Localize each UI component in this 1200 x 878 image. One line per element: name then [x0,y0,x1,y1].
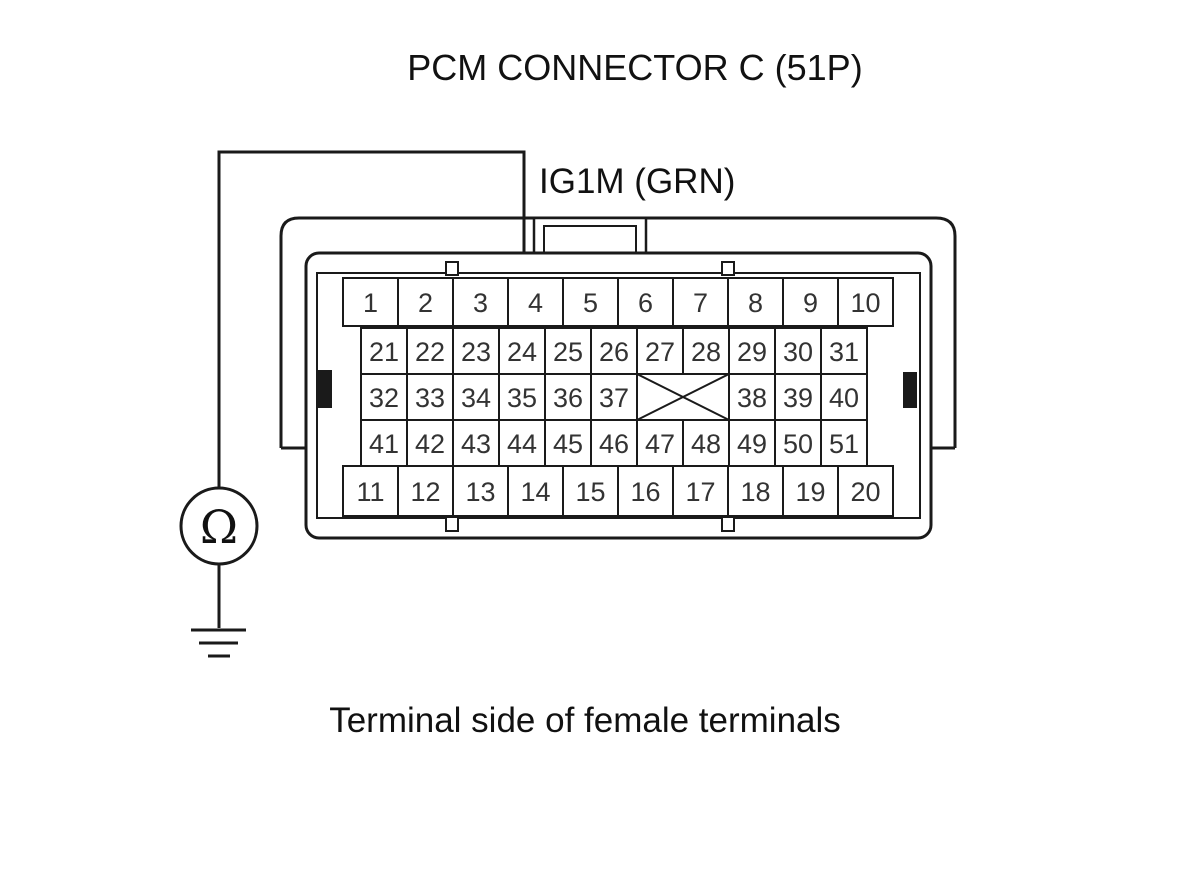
terminal-number: 43 [461,429,491,459]
terminal-number: 15 [575,477,605,507]
probe-wire [217,150,526,628]
terminal-number: 4 [528,288,543,318]
terminal-number: 9 [803,288,818,318]
terminal-number: 49 [737,429,767,459]
terminal-number: 51 [829,429,859,459]
wire-label: IG1M (GRN) [539,162,735,201]
terminal-number: 7 [693,288,708,318]
terminal-number: 2 [418,288,433,318]
terminal-number: 14 [520,477,550,507]
terminal-40: 40 [820,373,868,421]
terminal-cavity [837,277,894,327]
terminal-34: 34 [452,373,500,421]
terminal-number: 12 [410,477,440,507]
terminal-number: 10 [850,288,880,318]
terminal-number: 25 [553,337,583,367]
terminal-number: 41 [369,429,399,459]
terminal-number: 19 [795,477,825,507]
terminal-cavity [837,465,894,517]
terminal-number: 39 [783,383,813,413]
terminal-number: 36 [553,383,583,413]
terminal-number: 37 [599,383,629,413]
ohm-symbol: Ω [200,500,238,554]
terminal-number: 22 [415,337,445,367]
ground-icon [191,628,246,658]
empty-cavity [636,373,730,421]
terminal-number: 44 [507,429,537,459]
terminal-number: 47 [645,429,675,459]
terminal-number: 38 [737,383,767,413]
terminal-number: 16 [630,477,660,507]
diagram-title: PCM CONNECTOR C (51P) [407,47,862,88]
terminal-number: 30 [783,337,813,367]
side-latches [318,370,917,408]
terminal-number: 5 [583,288,598,318]
terminal-50: 50 [774,419,822,467]
terminal-number: 1 [363,288,378,318]
terminal-number: 32 [369,383,399,413]
terminal-16: 16 [617,465,674,517]
terminal-43: 43 [452,419,500,467]
terminal-number: 20 [850,477,880,507]
terminal-number: 24 [507,337,537,367]
terminal-number: 26 [599,337,629,367]
terminal-number: 46 [599,429,629,459]
terminal-number: 29 [737,337,767,367]
terminal-20: 20 [837,465,894,517]
terminal-number: 40 [829,383,859,413]
terminal-number: 50 [783,429,813,459]
terminal-number: 42 [415,429,445,459]
terminal-number: 23 [461,337,491,367]
terminal-number: 27 [645,337,675,367]
terminal-number: 8 [748,288,763,318]
diagram-caption: Terminal side of female terminals [329,701,841,740]
terminal-number: 11 [356,477,384,507]
terminal-41: 41 [360,419,408,467]
terminal-30: 30 [774,327,822,375]
terminal-number: 45 [553,429,583,459]
terminal-10: 10 [837,277,894,327]
terminal-number: 28 [691,337,721,367]
terminal-number: 33 [415,383,445,413]
terminal-number: 3 [473,288,488,318]
terminal-number: 21 [369,337,399,367]
terminal-number: 35 [507,383,537,413]
connector-keys [445,261,735,532]
terminal-number: 48 [691,429,721,459]
terminal-number: 31 [829,337,859,367]
terminal-47: 47 [636,419,684,467]
terminal-number: 17 [685,477,715,507]
terminal-number: 34 [461,383,491,413]
ohmmeter-icon: Ω [179,486,259,566]
terminal-number: 6 [638,288,653,318]
terminal-number: 18 [740,477,770,507]
terminal-19: 19 [782,465,839,517]
terminal-number: 13 [465,477,495,507]
